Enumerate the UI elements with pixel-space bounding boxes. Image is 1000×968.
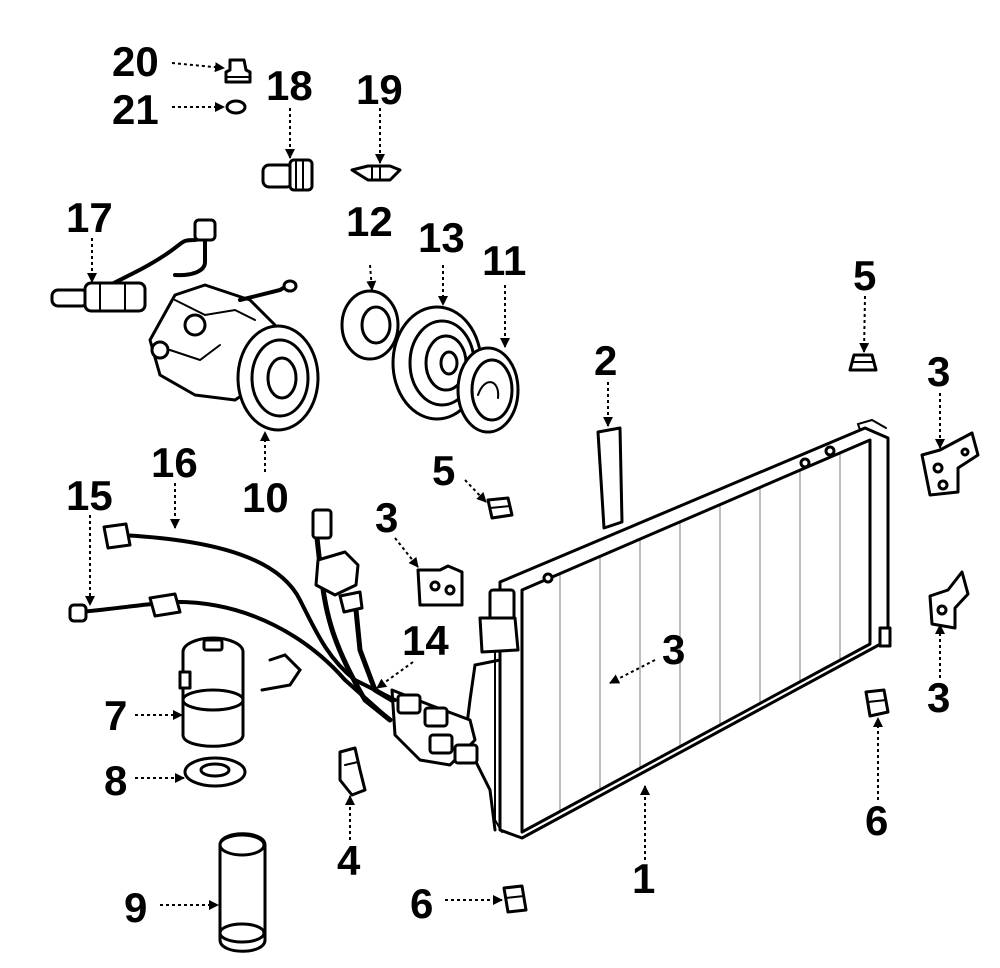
part-9-filter-cartridge	[218, 832, 267, 953]
part-3-bracket-right-upper	[920, 431, 980, 497]
callout-14: 14	[402, 617, 449, 664]
part-18-switch	[261, 158, 314, 192]
part-21-o-ring	[225, 99, 247, 115]
part-4-clip	[338, 746, 367, 797]
part-11-clutch-plate	[456, 346, 520, 434]
part-2-seal	[596, 426, 624, 530]
callout-3-condenser: 3	[662, 626, 685, 673]
callout-17: 17	[66, 194, 113, 241]
callout-3-right-upper: 3	[927, 348, 950, 395]
callout-13: 13	[418, 214, 465, 261]
part-5-insulator-middle	[486, 496, 514, 520]
callout-6-right: 6	[865, 797, 888, 844]
callout-12: 12	[346, 198, 393, 245]
callout-21: 21	[112, 86, 159, 133]
part-3-bracket-middle	[416, 564, 464, 607]
callout-7: 7	[104, 692, 127, 739]
callout-9: 9	[124, 884, 147, 931]
callout-16: 16	[151, 439, 198, 486]
part-3-bracket-right-lower	[928, 570, 970, 630]
callout-10: 10	[242, 474, 289, 521]
callout-15: 15	[66, 472, 113, 519]
callout-19: 19	[356, 66, 403, 113]
part-10-compressor	[148, 279, 320, 432]
part-19-valve	[350, 164, 402, 182]
leader-lines	[85, 62, 945, 910]
part-7-receiver-drier	[178, 636, 245, 748]
callout-20: 20	[112, 38, 159, 85]
callout-labels: 20 21 18 19 17 12 13 11 10 2 5 3 5 3 16 …	[66, 38, 950, 931]
callout-8: 8	[104, 757, 127, 804]
part-5-insulator-upper	[848, 353, 878, 372]
callout-18: 18	[266, 62, 313, 109]
part-8-gasket	[183, 756, 247, 788]
part-16-discharge-hose	[102, 522, 397, 702]
callout-1: 1	[632, 855, 655, 902]
callout-3-middle: 3	[375, 494, 398, 541]
callout-5-middle: 5	[432, 447, 455, 494]
part-17-hose-assembly	[50, 218, 217, 313]
callout-11: 11	[482, 237, 526, 284]
callout-2: 2	[594, 337, 617, 384]
callout-6-bottom: 6	[410, 880, 433, 927]
callout-4: 4	[337, 837, 361, 884]
callout-3-right-lower: 3	[927, 674, 950, 721]
part-20-pressure-switch	[224, 58, 252, 84]
part-14-hose-assembly	[260, 508, 479, 767]
part-6-insulator-bottom	[502, 884, 528, 914]
part-12-bearing	[340, 289, 400, 361]
part-6-insulator-right	[864, 688, 890, 718]
part-15-suction-hose	[68, 592, 392, 722]
callout-5-upper: 5	[853, 252, 876, 299]
